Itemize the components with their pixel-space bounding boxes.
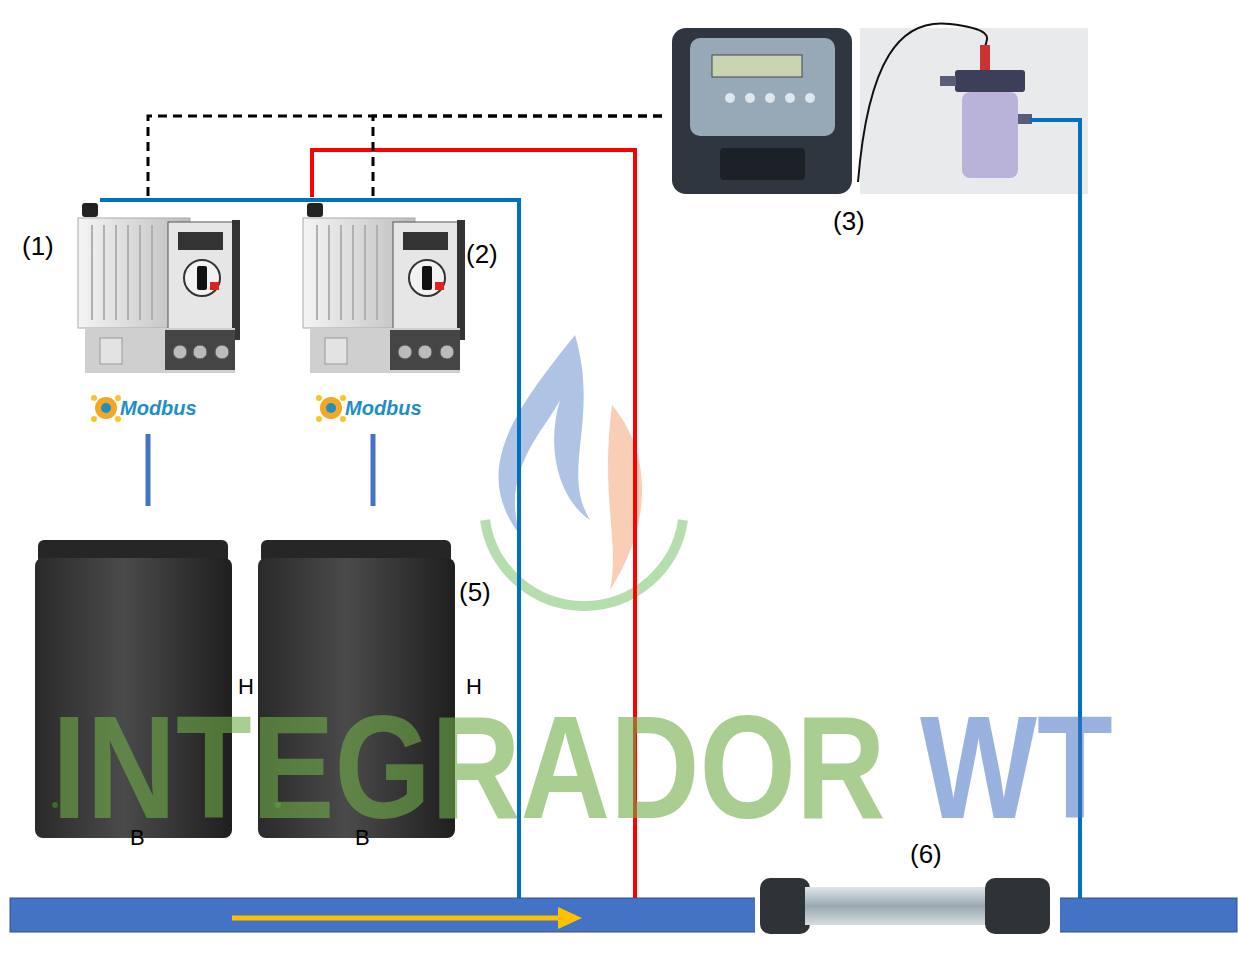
callout-number: (5) — [459, 578, 491, 607]
dosing-pump — [440, 345, 454, 359]
probe-holder — [980, 45, 990, 71]
modbus-icon — [320, 397, 342, 419]
dosing-pump — [393, 222, 459, 332]
controller — [805, 93, 815, 103]
protocol-logo: Modbus — [120, 397, 197, 419]
dosing-pump — [178, 232, 223, 250]
dosing-pump — [151, 225, 153, 320]
flow-cell-ground — [755, 872, 1060, 938]
flow-cell — [760, 878, 810, 934]
dosing-pump — [316, 225, 318, 320]
dosing-pump — [100, 338, 122, 364]
callout-number: (6) — [910, 840, 942, 869]
dosing-pump — [435, 282, 444, 290]
controller-node: (3) — [662, 22, 1092, 248]
dosing-pump — [340, 225, 342, 320]
modbus-icon — [91, 395, 121, 422]
dosing-pump — [115, 225, 117, 320]
controller — [725, 93, 735, 103]
dosing-pump — [328, 225, 330, 320]
flame-logo — [485, 520, 683, 606]
dosing-pump — [184, 260, 220, 296]
flow-cell — [985, 878, 1050, 934]
flame-logo — [485, 335, 683, 606]
controller — [690, 38, 835, 136]
modbus-icon — [101, 403, 111, 413]
dosing-pump — [139, 225, 141, 320]
probe-holder — [860, 28, 1088, 194]
controller — [672, 28, 852, 194]
probe-holder — [1018, 114, 1032, 124]
dosing-pump — [310, 328, 460, 373]
signal-cable — [373, 116, 662, 202]
dosing-pump — [403, 232, 448, 250]
dosing-pump — [210, 282, 219, 290]
dosing-pump — [325, 338, 347, 364]
probe-holder — [962, 92, 1018, 178]
controller — [712, 55, 802, 77]
modbus-icon — [316, 395, 322, 401]
flow-cell-node: (6) — [750, 840, 1065, 940]
dosing-pump — [215, 345, 229, 359]
controller — [765, 93, 775, 103]
suction-line — [146, 434, 151, 506]
modbus-icon — [316, 395, 346, 422]
dosing-pump — [197, 266, 207, 290]
modbus-icon — [316, 416, 322, 422]
watermark: INTEGRADOR WT — [52, 694, 1113, 840]
dosing-pump — [457, 220, 465, 340]
dosing-pump — [418, 345, 432, 359]
flow-arrow — [232, 916, 562, 921]
dosing-pump — [193, 345, 207, 359]
controller — [672, 28, 852, 194]
dosing-pump — [165, 330, 235, 370]
modbus-icon — [91, 416, 97, 422]
suction-line — [371, 434, 376, 506]
probe-holder — [940, 76, 956, 86]
flow-cell — [760, 878, 1050, 934]
pump-node: (1) Modbus — [15, 202, 250, 428]
dosing-pump — [168, 222, 234, 332]
probe-holder — [955, 70, 1025, 92]
dosing-pump — [78, 203, 240, 373]
callout-number: (1) — [22, 232, 54, 261]
flow-arrow — [232, 907, 582, 929]
dosing-pump — [364, 225, 366, 320]
flow-cell — [805, 887, 987, 925]
flow-arrow — [558, 907, 582, 929]
protocol-logo: Modbus — [345, 397, 422, 419]
flame-logo — [498, 335, 590, 535]
flame-logo — [608, 405, 642, 590]
dosing-pump — [409, 260, 445, 296]
pump-node: (2) Modbus — [255, 202, 510, 428]
dosing-pump — [173, 345, 187, 359]
callout-number: (2) — [466, 240, 498, 269]
dosing-pump — [91, 225, 93, 320]
modbus-icon — [326, 403, 336, 413]
modbus-icon — [95, 397, 117, 419]
dosing-pump — [232, 220, 240, 340]
dosing-pump — [127, 225, 129, 320]
dosing-pump — [390, 330, 460, 370]
dosing-pump — [307, 203, 323, 217]
dosing-pump — [352, 225, 354, 320]
controller — [785, 93, 795, 103]
dosing-pump — [85, 328, 235, 373]
callout-number: (3) — [833, 207, 865, 236]
dosing-pump — [422, 266, 432, 290]
controller — [745, 93, 755, 103]
modbus-icon — [91, 395, 97, 401]
probe-holder — [858, 23, 1088, 194]
dosing-pump — [82, 203, 98, 217]
signal-cable — [148, 116, 662, 202]
dosing-pump — [376, 225, 378, 320]
dosing-pump — [103, 225, 105, 320]
dosing-pump — [303, 203, 465, 373]
dosing-pump — [398, 345, 412, 359]
controller — [720, 148, 805, 180]
